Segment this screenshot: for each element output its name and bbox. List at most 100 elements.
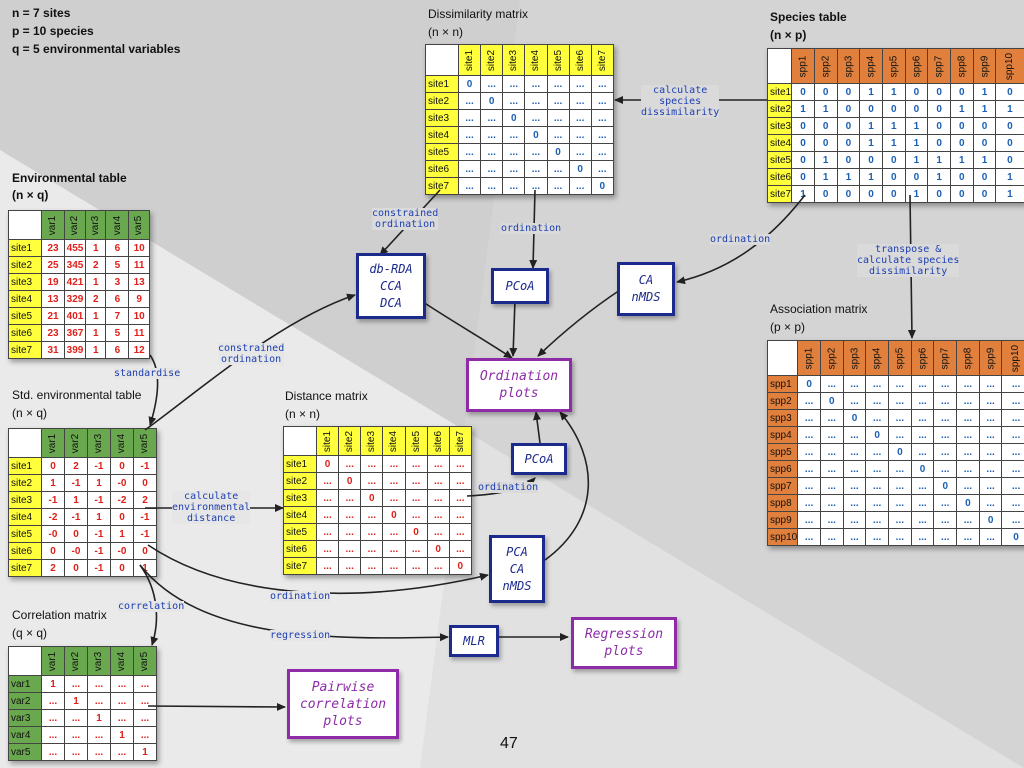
column-header: spp9: [972, 48, 997, 84]
table-cell: ...: [819, 443, 844, 461]
table-cell: 0: [791, 134, 815, 152]
row-header: spp10: [766, 528, 799, 546]
pcoa-top-box: PCoA: [491, 268, 549, 304]
column-header: site5: [404, 426, 428, 456]
table-row: spp10...........................0: [766, 528, 1024, 546]
table-cell: 1: [859, 117, 883, 135]
row-header: var5: [8, 743, 42, 761]
table-cell: ...: [842, 375, 867, 393]
table-cell: ...: [448, 489, 472, 507]
table-cell: 6: [105, 341, 130, 359]
column-header: site4: [382, 426, 406, 456]
column-header-label: spp10: [1004, 52, 1016, 80]
table-cell: ...: [956, 477, 980, 495]
table-cell: ...: [819, 528, 844, 546]
pcoa-mid-box: PCoA: [511, 443, 567, 475]
table-row: site3......0............: [425, 109, 614, 127]
edge-constrained-top: constrained ordination: [372, 208, 439, 230]
table-cell: 1: [813, 168, 838, 186]
row-header: spp5: [766, 443, 799, 461]
table-cell: 0: [836, 185, 861, 203]
column-header-label: var3: [93, 651, 105, 671]
table-cell: ...: [338, 489, 362, 507]
table-cell: 1: [791, 185, 815, 203]
table-cell: ...: [590, 92, 614, 110]
edge-text: dissimilarity: [641, 107, 720, 118]
table-cell: 19: [41, 273, 65, 291]
table-cell: 329: [64, 290, 86, 308]
table-cell: ...: [888, 460, 912, 478]
dissim-table-title: Dissimilarity matrix: [428, 7, 528, 21]
column-header-label: var2: [70, 433, 82, 453]
edge-text: transpose &: [875, 244, 942, 255]
box-text: DCA: [380, 295, 402, 310]
table-cell: ...: [1001, 443, 1024, 461]
table-cell: ...: [956, 443, 980, 461]
column-header: spp4: [865, 340, 889, 376]
table-cell: 0: [338, 472, 362, 490]
table-cell: ...: [797, 528, 821, 546]
table-cell: 0: [859, 100, 883, 118]
table-cell: 0: [949, 134, 974, 152]
box-text: db-RDA: [369, 261, 413, 276]
row-header: site1: [8, 239, 42, 257]
table-cell: ...: [524, 143, 548, 161]
table-cell: ...: [64, 743, 88, 761]
table-cell: 0: [813, 83, 838, 101]
table-cell: 1: [84, 273, 107, 291]
column-header: var3: [87, 646, 111, 676]
table-row: spp8.....................0......: [766, 494, 1024, 512]
table-cell: ...: [888, 511, 912, 529]
column-header: site1: [315, 426, 340, 456]
table-row: site6...............0...: [283, 540, 472, 558]
column-header: var1: [41, 428, 65, 458]
table-cell: ...: [426, 506, 450, 524]
table-cell: ...: [910, 409, 935, 427]
row-header: site5: [8, 307, 42, 325]
table-cell: 23: [41, 239, 65, 257]
table-cell: ...: [865, 460, 889, 478]
column-header-label: site3: [366, 430, 378, 452]
table-cell: ...: [41, 709, 65, 727]
table-cell: 1: [904, 134, 929, 152]
table-cell: ...: [426, 489, 450, 507]
table-cell: 2: [84, 256, 107, 274]
table-cell: 1: [995, 185, 1024, 203]
table-cell: ...: [426, 472, 450, 490]
table-cell: ...: [502, 126, 526, 144]
table-cell: 1: [904, 117, 929, 135]
row-header: spp3: [766, 409, 799, 427]
edge-ordination-dissim: ordination: [501, 223, 562, 234]
column-header-label: site2: [344, 430, 356, 452]
column-header: site1: [457, 44, 482, 76]
info-line: p = 10 species: [12, 24, 94, 38]
table-cell: 1: [927, 168, 951, 186]
dist-table-title: Distance matrix: [285, 389, 368, 403]
info-line: n = 7 sites: [12, 6, 71, 20]
table-cell: ...: [524, 160, 548, 178]
table-cell: 0: [1001, 528, 1024, 546]
table-cell: ...: [404, 557, 428, 575]
table-cell: ...: [888, 375, 912, 393]
table-corner: [283, 426, 317, 456]
table-cell: ...: [797, 443, 821, 461]
edge-text: ordination: [710, 234, 771, 245]
table-cell: 1: [87, 474, 111, 492]
table-cell: ...: [568, 143, 592, 161]
table-cell: 1: [859, 134, 883, 152]
column-header: spp8: [949, 48, 974, 84]
row-header: site3: [283, 489, 317, 507]
column-header: site4: [524, 44, 548, 76]
table-cell: 0: [133, 542, 157, 560]
column-header-label: spp5: [888, 55, 900, 77]
column-header-label: site7: [454, 430, 466, 452]
table-cell: ...: [110, 743, 134, 761]
table-cell: ...: [933, 460, 958, 478]
table-cell: 1: [881, 134, 906, 152]
table-cell: ...: [842, 392, 867, 410]
